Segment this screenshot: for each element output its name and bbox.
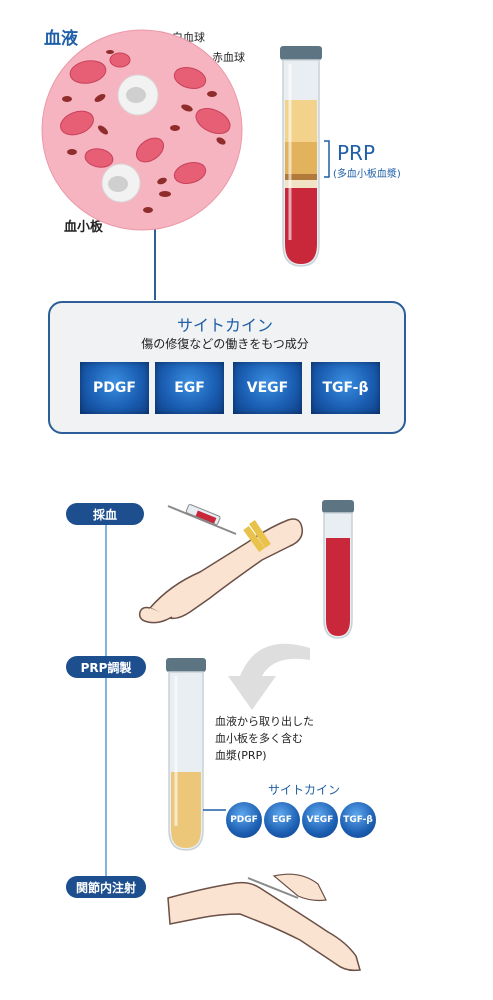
process-arrow [228, 643, 310, 710]
prp-title: PRP [337, 141, 376, 165]
growth-factor-vegf: VEGF [233, 362, 302, 414]
prp-test-tube [280, 46, 322, 267]
blood-sample-circle [41, 29, 243, 231]
prp-description-line: 血液から取り出した [215, 715, 314, 728]
growth-factor-pdgf: PDGF [80, 362, 149, 414]
cytokine-title: サイトカイン [176, 316, 273, 335]
growth-factor-circle-pdgf: PDGF [226, 802, 262, 838]
prp-description-line: 血漿(PRP) [215, 749, 267, 762]
blood-title: 血液 [44, 29, 78, 49]
step-joint-injection: 関節内注射 [66, 876, 146, 898]
cytokine-small-title: サイトカイン [268, 783, 341, 797]
growth-factor-egf: EGF [155, 362, 224, 414]
prp-description-line: 血小板を多く含む [215, 732, 303, 745]
step-prp-preparation: PRP調製 [66, 656, 146, 678]
platelet-label: 血小板 [64, 220, 104, 235]
blood-illustration [41, 29, 330, 300]
leg-injection [167, 873, 361, 972]
growth-factor-tgf-beta: TGF-β [311, 362, 380, 414]
growth-factor-circle-egf: EGF [264, 802, 300, 838]
prp-subtitle: (多血小板血漿) [333, 169, 401, 180]
arm-blood-draw [138, 504, 303, 624]
growth-factor-circle-tgf-beta: TGF-β [340, 802, 376, 838]
growth-factor-circle-vegf: VEGF [302, 802, 338, 838]
red-cell-label: 赤血球 [212, 51, 245, 64]
prp-description: 血液から取り出した 血小板を多く含む 血漿(PRP) [215, 713, 314, 764]
prp-tube [166, 658, 226, 851]
process-illustration [105, 500, 361, 972]
cytokine-description: 傷の修復などの働きをもつ成分 [141, 337, 309, 351]
blood-tube [322, 500, 354, 639]
step-blood-draw: 採血 [66, 503, 144, 525]
